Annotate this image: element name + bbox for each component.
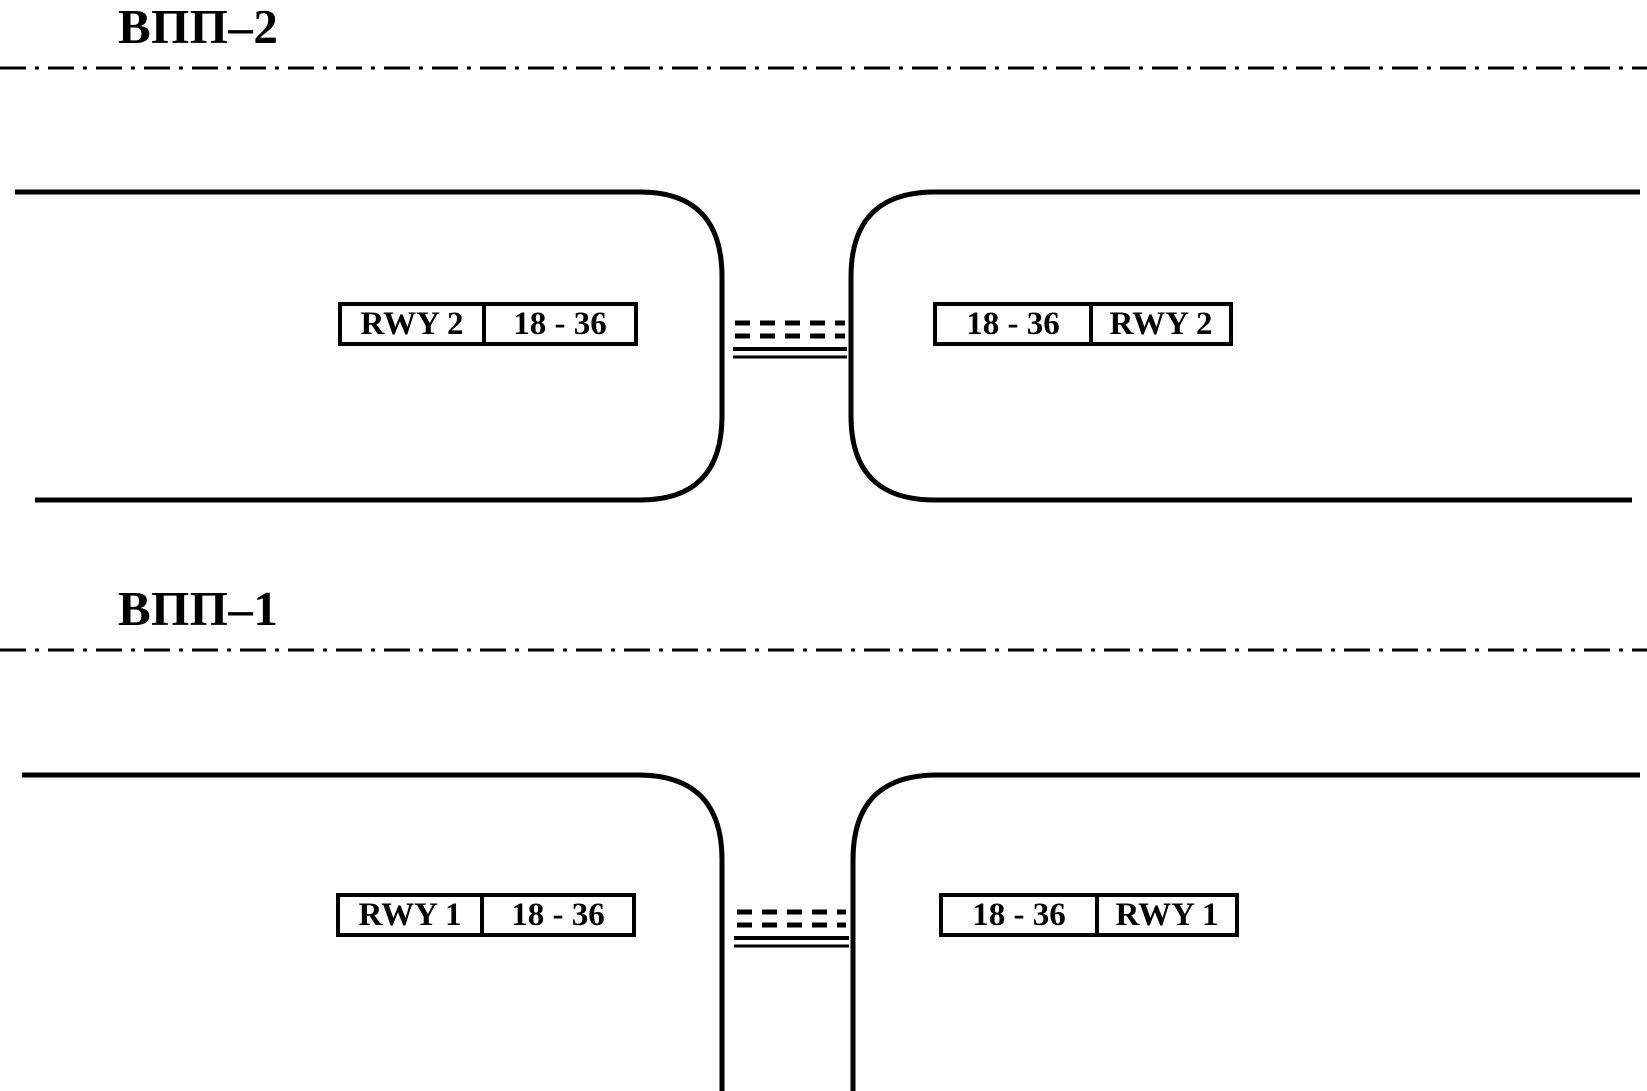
runway2-right-headings: 18 - 36 xyxy=(966,305,1060,342)
runway1-left-outline xyxy=(22,772,725,1091)
runway2-left-marker-box: RWY 2 18 - 36 xyxy=(338,302,638,346)
runway2-left-headings: 18 - 36 xyxy=(482,306,634,342)
runway1-right-marker-box: 18 - 36 RWY 1 xyxy=(939,893,1239,937)
runway2-left-outline xyxy=(15,189,725,503)
runway2-right-designator: RWY 2 xyxy=(1089,306,1229,342)
runway1-left-marker-box: RWY 1 18 - 36 xyxy=(336,893,636,937)
runway2-right-outline xyxy=(848,189,1640,503)
runway2-right-marker-box: 18 - 36 RWY 2 xyxy=(933,302,1233,346)
runway-title-rwy1: ВПП–1 xyxy=(118,581,279,636)
runway2-left-designator: RWY 2 xyxy=(360,305,464,342)
runway1-right-outline xyxy=(850,772,1640,1091)
runway1-left-headings: 18 - 36 xyxy=(480,897,632,933)
runway1-right-designator: RWY 1 xyxy=(1095,897,1235,933)
runway1-right-headings: 18 - 36 xyxy=(972,896,1066,933)
runway1-left-designator: RWY 1 xyxy=(358,896,462,933)
runway-title-rwy2: ВПП–2 xyxy=(118,0,279,54)
